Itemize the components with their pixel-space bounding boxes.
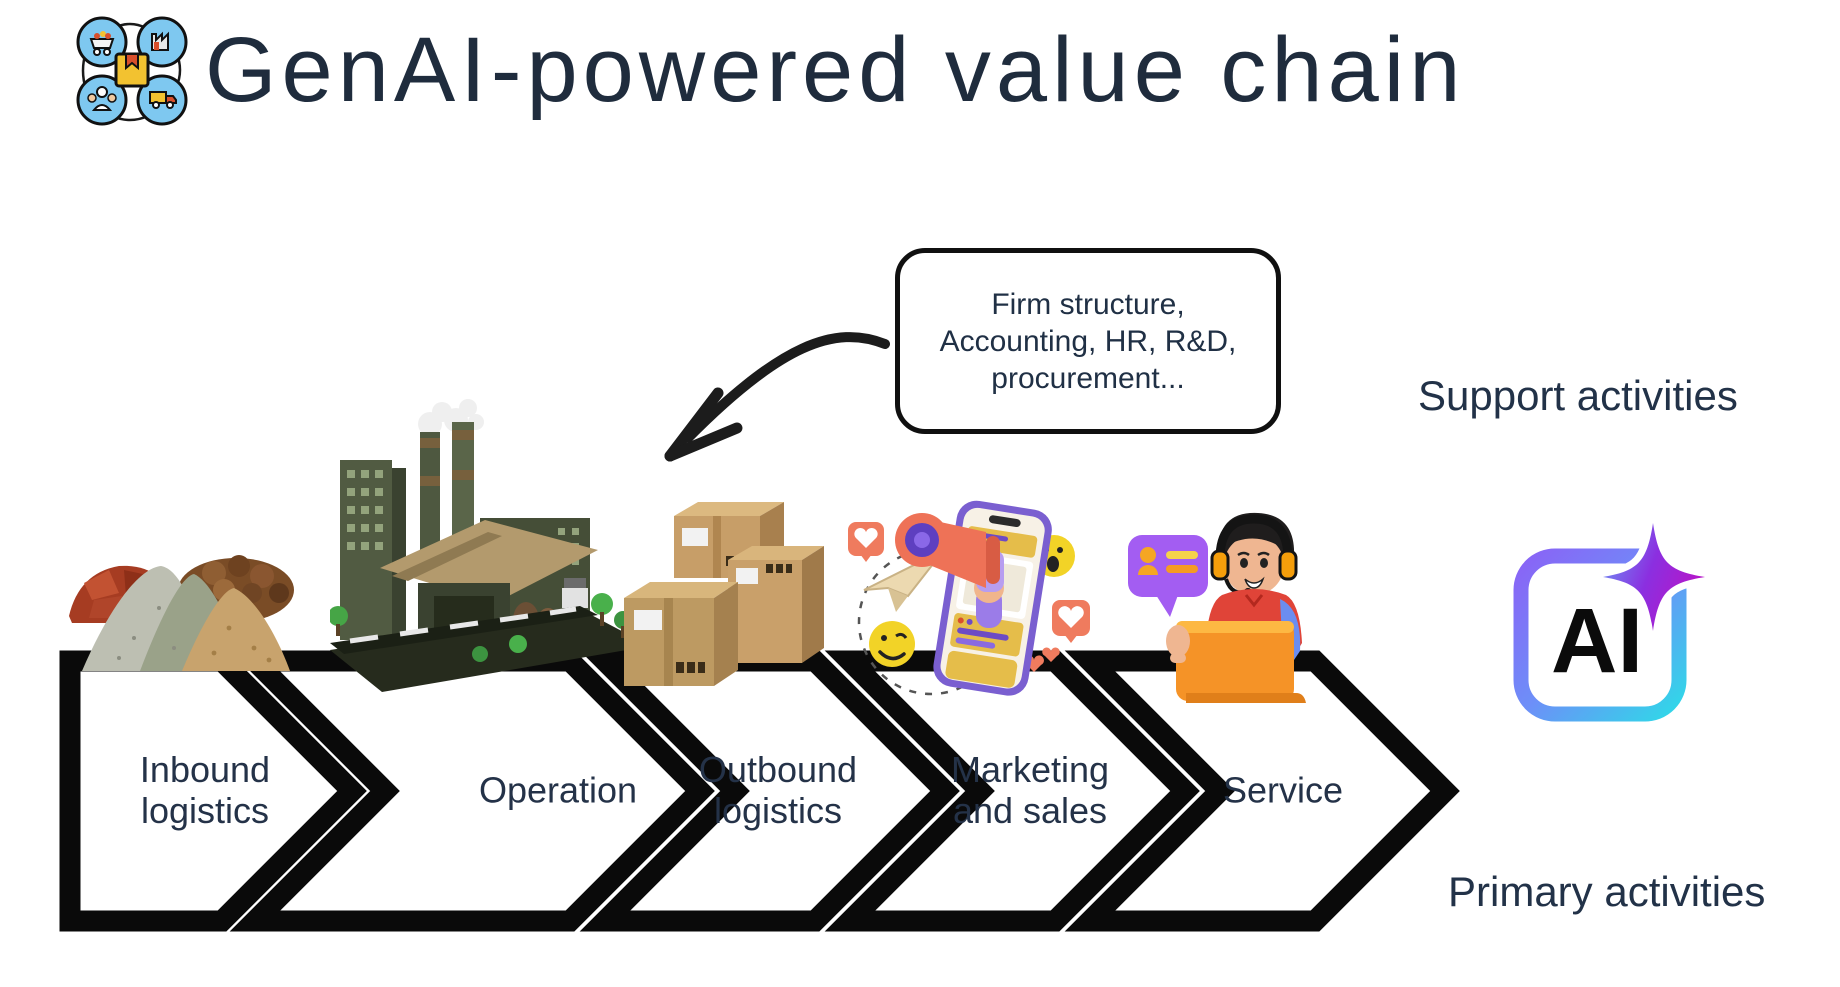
laptop (1166, 621, 1306, 703)
step-label-service: Service (1222, 769, 1344, 811)
truck-icon (149, 91, 177, 109)
sparkle-star-icon (1601, 521, 1707, 633)
smiley-emoji (869, 621, 915, 667)
step-label-outbound-logistics: Outbound logistics (698, 749, 858, 831)
chimney-smoke (418, 399, 484, 436)
factory-3d-illustration (330, 399, 650, 692)
ai-badge: AI (1513, 521, 1707, 722)
step-label-operation: Operation (478, 769, 638, 811)
callout-line-1: Firm structure, (991, 287, 1185, 321)
box-right (728, 546, 824, 663)
chevron-service (1064, 650, 1460, 932)
ground-road (330, 606, 650, 692)
chevron-outbound-logistics (579, 650, 960, 932)
support-agent-3d-illustration (1128, 512, 1306, 703)
tower-building (340, 460, 406, 640)
support-activities-label: Support activities (1418, 372, 1738, 419)
callout-arrow (664, 332, 890, 462)
chevron-marketing-and-sales (824, 650, 1200, 932)
box-left (624, 582, 738, 686)
like-badge-right (1052, 600, 1090, 643)
callout-line-2: Accounting, HR, R&D, (939, 324, 1237, 358)
step-label-marketing-and-sales: Marketing and sales (950, 749, 1110, 831)
chimneys (420, 422, 474, 557)
raw-materials-3d-illustration (69, 555, 294, 671)
package-icon (114, 52, 150, 88)
primary-activities-label: Primary activities (1448, 868, 1766, 915)
social-marketing-3d-illustration (848, 500, 1090, 696)
cardboard-boxes-3d-illustration (624, 502, 824, 686)
gravel-speckles (211, 625, 272, 663)
megaphone (895, 513, 1004, 628)
powder-speckles (117, 606, 176, 660)
step-label-inbound-logistics: Inbound logistics (139, 749, 271, 831)
value-chain-chevrons (59, 650, 1460, 932)
people-icon (87, 86, 117, 111)
factory-icon (151, 31, 169, 51)
beige-gravel-pile (182, 588, 290, 671)
ai-frame (1513, 548, 1687, 722)
like-badge-left (848, 522, 884, 562)
callout-line-3: procurement... (991, 361, 1185, 395)
support-activities-callout: Firm structure, Accounting, HR, R&D, pro… (895, 248, 1281, 434)
page-title: GenAI-powered value chain (205, 19, 1466, 121)
value-chain-cycle-icon (76, 16, 188, 126)
chat-bubble (1128, 535, 1208, 617)
ai-badge-text: AI (1551, 590, 1643, 692)
mining-cart-icon (89, 31, 115, 56)
chevron-operation (229, 650, 715, 932)
